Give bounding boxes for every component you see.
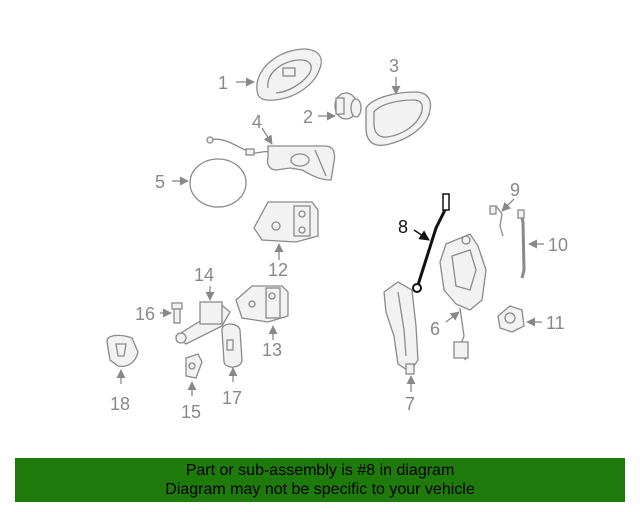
- part-16-bolt: [171, 302, 183, 324]
- callout-5: 5: [155, 172, 165, 192]
- callout-2: 2: [303, 107, 313, 127]
- callout-7: 7: [405, 394, 415, 414]
- part-5-seal: [189, 158, 247, 208]
- part-4-inside-handle: [206, 136, 336, 181]
- callout-8: 8: [398, 217, 408, 237]
- part-14-check-link: [174, 301, 231, 345]
- callout-4: 4: [252, 112, 262, 132]
- callout-11: 11: [546, 313, 565, 333]
- part-15-bracket: [185, 353, 203, 379]
- part-17-cover: [221, 323, 243, 368]
- banner-line-2: Diagram may not be specific to your vehi…: [165, 481, 475, 498]
- part-6-latch: [439, 233, 487, 361]
- part-13-lower-hinge: [235, 285, 289, 323]
- part-2-lock-cylinder: [334, 92, 362, 120]
- leader-6: [445, 311, 460, 323]
- banner-line-1: Part or sub-assembly is #8 in diagram: [185, 462, 455, 479]
- part-7-carrier: [383, 281, 419, 375]
- part-10-rod: [517, 209, 526, 279]
- part-3-bezel: [365, 91, 432, 146]
- callout-3: 3: [389, 56, 399, 76]
- part-12-hinge: [253, 201, 319, 243]
- callout-14: 14: [194, 265, 214, 285]
- part-1-outside-handle: [256, 48, 322, 101]
- callout-13: 13: [262, 340, 282, 360]
- leader-9: [501, 198, 515, 212]
- part-11-actuator: [497, 305, 525, 333]
- parts-diagram: 1 2 3 4 5 12: [106, 48, 568, 422]
- leader-8: [413, 229, 430, 241]
- notice-banner: Part or sub-assembly is #8 in diagram Di…: [15, 458, 625, 502]
- callout-6: 6: [430, 319, 440, 339]
- callout-17: 17: [222, 388, 242, 408]
- callout-9: 9: [510, 180, 520, 200]
- callout-12: 12: [268, 260, 288, 280]
- callout-18: 18: [110, 394, 130, 414]
- part-18-bumper: [106, 334, 139, 368]
- callout-16: 16: [135, 304, 155, 324]
- leader-4: [261, 127, 273, 145]
- part-8-control-rod: [412, 193, 450, 293]
- callout-10: 10: [548, 235, 568, 255]
- callout-15: 15: [181, 402, 201, 422]
- callout-1: 1: [218, 73, 228, 93]
- part-9-clip: [489, 205, 504, 237]
